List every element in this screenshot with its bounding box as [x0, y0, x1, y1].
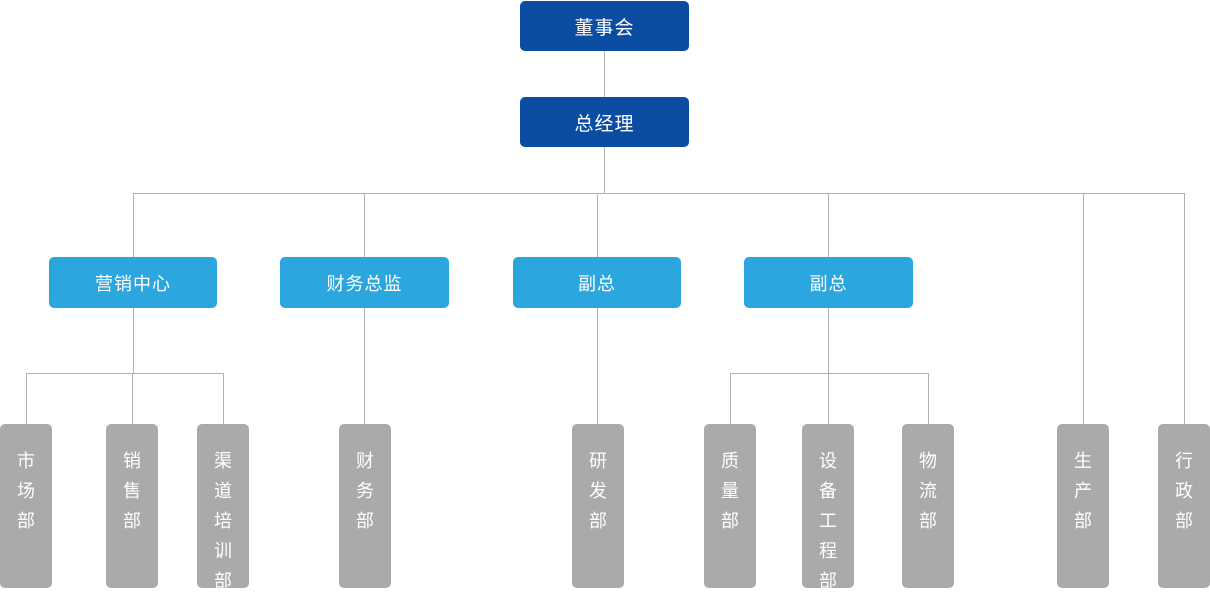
connector-bus-to-finance-director	[364, 193, 365, 257]
node-equipment-engineering-dept-label: 设备工程部	[819, 451, 837, 591]
node-channel-training-dept[interactable]: 渠道培训部	[197, 424, 249, 591]
node-board-label: 董事会	[574, 17, 635, 39]
node-sales-dept[interactable]: 销售部	[106, 424, 158, 588]
node-sales-dept-label: 销售部	[123, 451, 141, 531]
connector-bus-to-administration-dept	[1184, 193, 1185, 424]
node-marketing-center[interactable]: 营销中心	[49, 257, 217, 308]
connector-bus-to-marketing-center	[133, 193, 134, 257]
connector-subbus-to-equipment-engineering-dept	[828, 373, 829, 424]
connector-subbus-to-logistics-dept	[928, 373, 929, 424]
node-vp-2-label: 副总	[809, 273, 848, 294]
node-quality-dept-label: 质量部	[721, 451, 739, 531]
node-quality-dept[interactable]: 质量部	[704, 424, 756, 588]
node-equipment-engineering-dept[interactable]: 设备工程部	[802, 424, 854, 591]
connector-subbus-to-market-dept	[26, 373, 27, 424]
node-finance-dept[interactable]: 财务部	[339, 424, 391, 588]
node-finance-director-label: 财务总监	[326, 273, 403, 294]
connector-bus-to-vp-1	[597, 193, 598, 257]
connector-gm-to-bus	[604, 147, 605, 193]
connector-board-to-gm	[604, 51, 605, 97]
node-finance-dept-label: 财务部	[356, 451, 374, 531]
connector-vp-2-subbus	[730, 373, 928, 374]
node-vp-1[interactable]: 副总	[513, 257, 681, 308]
node-general-manager[interactable]: 总经理	[520, 97, 689, 147]
node-market-dept[interactable]: 市场部	[0, 424, 52, 588]
node-production-dept[interactable]: 生产部	[1057, 424, 1109, 588]
node-logistics-dept-label: 物流部	[919, 451, 937, 531]
connector-subbus-to-quality-dept	[730, 373, 731, 424]
node-production-dept-label: 生产部	[1074, 451, 1092, 531]
connector-bus-to-vp-2	[828, 193, 829, 257]
node-market-dept-label: 市场部	[17, 451, 35, 531]
node-rd-dept-label: 研发部	[589, 451, 607, 531]
connector-finance-director-to-finance-dept	[364, 308, 365, 424]
node-administration-dept[interactable]: 行政部	[1158, 424, 1210, 588]
node-administration-dept-label: 行政部	[1175, 451, 1193, 531]
connector-marketing-center-to-subbus	[133, 308, 134, 373]
node-vp-2[interactable]: 副总	[744, 257, 913, 308]
node-marketing-center-label: 营销中心	[95, 273, 171, 294]
node-finance-director[interactable]: 财务总监	[280, 257, 449, 308]
node-vp-1-label: 副总	[578, 273, 616, 294]
connector-vp-2-to-subbus	[828, 308, 829, 373]
node-general-manager-label: 总经理	[574, 113, 635, 135]
node-channel-training-dept-label: 渠道培训部	[214, 451, 232, 591]
node-board[interactable]: 董事会	[520, 1, 689, 51]
connector-marketing-center-subbus	[26, 373, 223, 374]
connector-main-bus	[133, 193, 1185, 194]
connector-subbus-to-channel-training-dept	[223, 373, 224, 424]
connector-vp-1-to-rd-dept	[597, 308, 598, 424]
node-rd-dept[interactable]: 研发部	[572, 424, 624, 588]
connector-subbus-to-sales-dept	[132, 373, 133, 424]
node-logistics-dept[interactable]: 物流部	[902, 424, 954, 588]
connector-bus-to-production-dept	[1083, 193, 1084, 424]
